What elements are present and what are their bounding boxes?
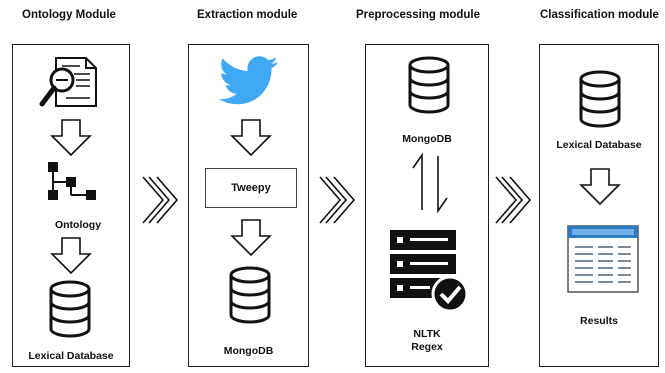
database-icon <box>49 280 91 338</box>
down-arrow-icon <box>230 219 272 257</box>
double-chevron-icon <box>142 176 179 224</box>
ontology-lexical-database-label: Lexical Database <box>28 350 114 362</box>
twitter-bird-icon <box>218 56 278 105</box>
database-icon <box>229 266 271 324</box>
down-arrow-icon <box>50 119 92 157</box>
classification-module-panel <box>539 44 659 367</box>
preprocessing-module-title: Preprocessing module <box>356 9 480 21</box>
database-icon <box>579 70 621 128</box>
regex-label: Regex <box>411 341 443 353</box>
database-icon <box>408 56 450 114</box>
double-chevron-icon <box>495 176 532 224</box>
preprocessing-mongodb-label: MongoDB <box>402 133 452 145</box>
double-chevron-icon <box>319 176 356 224</box>
ontology-tree-icon <box>48 162 96 200</box>
classification-lexical-database-label: Lexical Database <box>556 139 642 151</box>
extraction-mongodb-label: MongoDB <box>223 345 274 357</box>
table-results-icon <box>567 225 639 293</box>
down-arrow-icon <box>230 119 272 157</box>
server-check-icon <box>390 230 469 313</box>
extraction-module-title: Extraction module <box>197 9 298 21</box>
down-arrow-icon <box>579 168 621 206</box>
bidirectional-arrows-icon <box>412 152 448 214</box>
document-search-icon <box>39 57 97 107</box>
tweepy-label: Tweepy <box>231 182 271 194</box>
down-arrow-icon <box>50 237 92 275</box>
classification-module-title: Classification module <box>540 9 659 21</box>
ontology-module-title: Ontology Module <box>22 9 116 21</box>
nltk-label: NLTK <box>413 328 441 340</box>
ontology-label: Ontology <box>54 219 102 231</box>
results-label: Results <box>580 315 618 327</box>
tweepy-box: Tweepy <box>205 168 297 208</box>
